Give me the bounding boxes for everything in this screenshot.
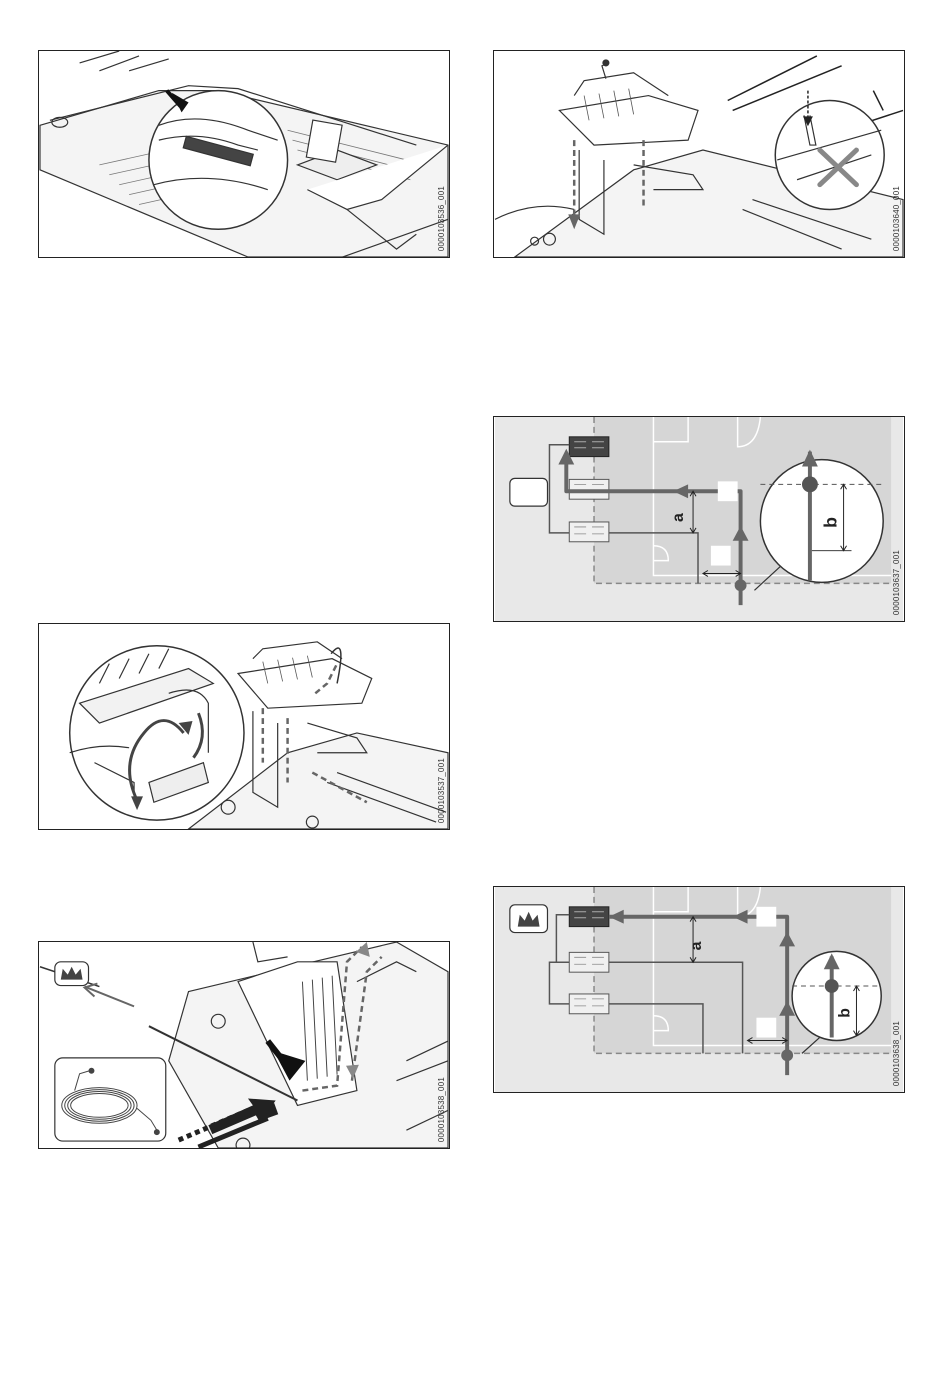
figure-connector-insertion: 0000103536_001 [38, 50, 450, 258]
magnifier-circle [149, 91, 288, 230]
figure-cable-loop: 0000103537_001 [38, 623, 450, 830]
dimension-label-a: a [670, 513, 687, 522]
dimension-label-b: b [837, 1008, 854, 1018]
figure-code: 0000103638_001 [892, 1021, 901, 1086]
figure-code: 0000103537_001 [437, 758, 446, 823]
figure-code: 0000103637_001 [892, 550, 901, 615]
diagram-wiring-b: a b [494, 887, 904, 1092]
figure-code: 0000103536_001 [437, 186, 446, 251]
dimension-label-b: b [821, 517, 841, 528]
dimension-label-a: a [688, 941, 705, 950]
figure-boundary-wire-connection: 0000103538_001 [38, 941, 450, 1149]
illustration-cable-routing-wrong [494, 51, 904, 257]
diagram-wiring-a: a b [494, 417, 904, 621]
figure-wiring-diagram-b: a b 0000103638_001 [493, 886, 905, 1093]
figure-wiring-diagram-a: a b 0000103637_001 [493, 416, 905, 622]
illustration-connector-insertion [39, 51, 449, 257]
figure-code: 0000103538_001 [437, 1077, 446, 1142]
magnifier-circle [775, 101, 884, 210]
illustration-boundary-wire-connection [39, 942, 449, 1148]
illustration-cable-loop [39, 624, 449, 829]
figure-code: 0000103640_001 [892, 186, 901, 251]
figure-cable-routing-wrong: 0000103640_001 [493, 50, 905, 258]
cable-coil-box [55, 1058, 166, 1141]
